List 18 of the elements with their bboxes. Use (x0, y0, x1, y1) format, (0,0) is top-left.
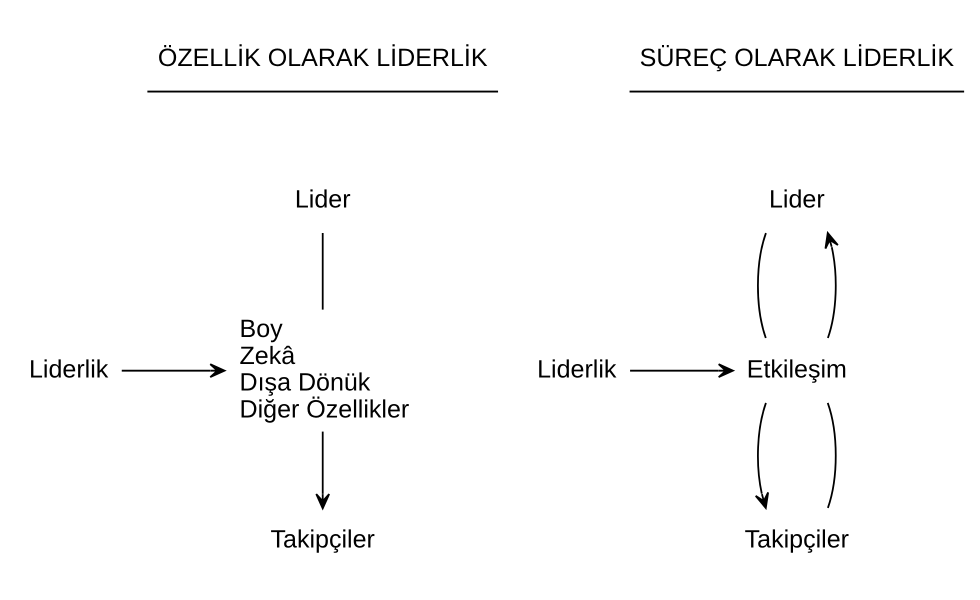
node-text: Liderlik (537, 355, 616, 384)
label: SÜREÇ OLARAK LİDERLİK (640, 44, 954, 72)
connector (757, 232, 767, 338)
connector (322, 233, 324, 310)
arrow (754, 402, 770, 509)
label: ÖZELLİK OLARAK LİDERLİK (158, 44, 488, 72)
arrow (824, 232, 839, 338)
node-text: Takipçiler (744, 525, 850, 554)
node-text: Lider (769, 185, 825, 214)
connector (826, 402, 837, 508)
node-text: Liderlik (29, 355, 108, 384)
node-text: Lider (294, 185, 351, 214)
node-text: Etkileşim (746, 355, 847, 384)
node-text: Takipçiler (270, 525, 375, 554)
node-text: Boy Zekâ Dışa Dönük Diğer Özellikler (240, 315, 410, 424)
arrow (315, 432, 330, 510)
arrow (122, 363, 226, 378)
arrow (630, 363, 734, 378)
